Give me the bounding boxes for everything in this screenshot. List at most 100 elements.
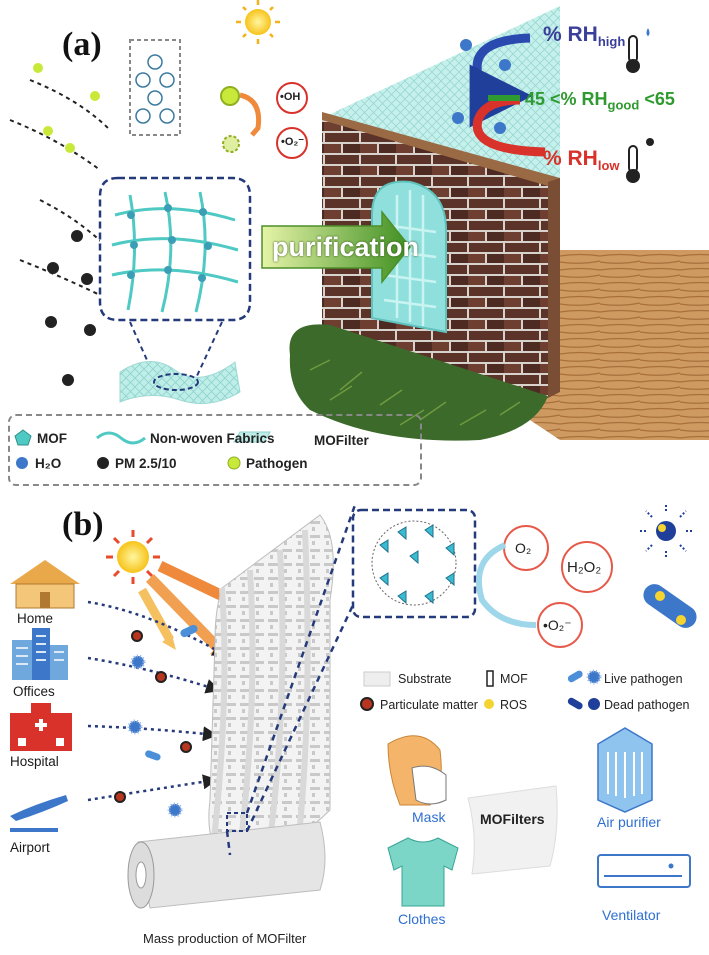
pm-particle bbox=[81, 273, 93, 285]
water-molecule-1 bbox=[460, 39, 472, 51]
sheet-ripple bbox=[209, 529, 311, 859]
pathogen-particle bbox=[90, 91, 100, 101]
hydroxyl-label: •OH bbox=[280, 91, 301, 103]
mofilter-legend-icon bbox=[233, 431, 271, 443]
dead-pathogen-legend-icon bbox=[567, 697, 600, 710]
legend-mof-b: MOF bbox=[500, 672, 528, 686]
substrate-legend-icon bbox=[363, 671, 391, 687]
particulate-particle bbox=[114, 791, 126, 803]
pm-particle bbox=[47, 262, 59, 274]
legend-pm: PM 2.5/10 bbox=[115, 456, 177, 471]
rh-high-arrow bbox=[469, 33, 533, 128]
ventilator-icon bbox=[597, 854, 691, 888]
dead-pathogen-icon bbox=[638, 503, 694, 559]
rh-low-arrow bbox=[472, 95, 546, 157]
legend-particulate: Particulate matter bbox=[380, 698, 478, 712]
rh-high-sub: high bbox=[597, 34, 626, 50]
substrate-roll bbox=[137, 821, 326, 909]
rh-high-label: % RHhigh bbox=[543, 24, 625, 48]
legend-mof: MOF bbox=[37, 431, 67, 446]
pm-particle bbox=[84, 324, 96, 336]
superoxide-circle-a bbox=[276, 127, 308, 159]
rh-low-label: % RHlow bbox=[543, 148, 620, 172]
home-icon bbox=[10, 560, 80, 609]
thermometer-high-icon bbox=[626, 28, 650, 73]
pathogen-particle bbox=[33, 63, 43, 73]
mofilters-sheet-icon bbox=[467, 785, 558, 875]
mof-nodes bbox=[127, 204, 212, 282]
legend-live-pathogen: Live pathogen bbox=[604, 672, 683, 686]
panel-b-label: (b) bbox=[62, 506, 104, 543]
legend-water: H₂O bbox=[35, 456, 62, 471]
reaction-arrow bbox=[475, 542, 537, 628]
roll-focus-square bbox=[226, 812, 248, 832]
sun-icon-b bbox=[106, 530, 160, 584]
pathogen-legend-icon bbox=[227, 456, 241, 470]
dead-rod-pathogen-icon bbox=[643, 584, 697, 628]
mof-structure-zoom bbox=[351, 508, 477, 619]
particulate-particle bbox=[180, 741, 192, 753]
superoxide-circle-b bbox=[537, 602, 583, 648]
o2-label: O₂ bbox=[515, 540, 532, 556]
water-molecule-4 bbox=[494, 122, 506, 134]
airplane-icon bbox=[10, 795, 68, 832]
water-molecule-3 bbox=[452, 112, 464, 124]
pm-legend-icon bbox=[97, 457, 109, 469]
app-ventilator: Ventilator bbox=[602, 907, 661, 923]
rh-good-sub: good bbox=[607, 97, 640, 113]
airflow-lines-b bbox=[87, 600, 228, 802]
source-offices: Offices bbox=[13, 684, 55, 699]
pm-particle bbox=[62, 374, 74, 386]
pm-particle bbox=[45, 316, 57, 328]
clothes-icon bbox=[387, 837, 459, 907]
hospital-icon bbox=[10, 703, 72, 751]
live-pathogen-particle bbox=[167, 802, 183, 818]
fiber-magnifier bbox=[98, 176, 252, 322]
legend-dead-pathogen: Dead pathogen bbox=[604, 698, 690, 712]
magnify-lines bbox=[129, 321, 223, 379]
roll-core bbox=[135, 861, 147, 889]
h2o2-label: H₂O₂ bbox=[567, 559, 602, 576]
wall-top-edge bbox=[322, 112, 560, 186]
superoxide-label-a: •O₂⁻ bbox=[281, 136, 305, 148]
mof-legend-icon-b bbox=[486, 670, 494, 687]
pathogen-dead bbox=[222, 135, 240, 153]
hydroxyl-circle bbox=[276, 82, 308, 114]
filter-focus-ring bbox=[153, 373, 199, 391]
rh-low-sub: low bbox=[597, 158, 620, 174]
pathogen-particle bbox=[65, 143, 75, 153]
app-clothes: Clothes bbox=[398, 911, 446, 927]
panel-a-label: (a) bbox=[62, 26, 102, 63]
legend-pathogen: Pathogen bbox=[246, 456, 308, 471]
office-building-icon bbox=[12, 628, 68, 680]
legend-fabric: Non-woven Fabrics bbox=[150, 431, 275, 446]
airflow-lines-a bbox=[9, 79, 111, 301]
particulate-particle bbox=[155, 671, 167, 683]
rod-pathogen bbox=[180, 624, 198, 638]
source-airport: Airport bbox=[10, 840, 50, 855]
thermometer-low-icon bbox=[626, 138, 654, 183]
rh-good-prefix: 45 <% RH bbox=[525, 89, 608, 109]
mask-icon bbox=[387, 735, 447, 806]
zoom-lines-b bbox=[225, 504, 357, 856]
pathogen-live bbox=[220, 86, 240, 106]
purification-arrow bbox=[261, 209, 411, 285]
water-molecule-2 bbox=[499, 59, 511, 71]
live-pathogen-legend-icon bbox=[567, 669, 602, 685]
source-home: Home bbox=[17, 611, 54, 626]
ros-legend-icon bbox=[484, 699, 494, 709]
mof-cage-icon bbox=[371, 520, 457, 606]
sun-icon-a bbox=[236, 0, 280, 44]
rh-low-prefix: % RH bbox=[543, 147, 598, 170]
mof-crystal-icon bbox=[135, 54, 175, 124]
particulate-legend-icon bbox=[360, 697, 374, 711]
water-legend-icon bbox=[16, 457, 28, 469]
air-purifier-icon bbox=[597, 727, 653, 813]
filter-fabric bbox=[119, 361, 241, 405]
legend-substrate: Substrate bbox=[398, 672, 452, 686]
h2o2-circle bbox=[561, 541, 613, 593]
app-mofilters: MOFilters bbox=[480, 811, 545, 827]
rh-high-prefix: % RH bbox=[543, 23, 598, 46]
pathogen-particle bbox=[43, 126, 53, 136]
